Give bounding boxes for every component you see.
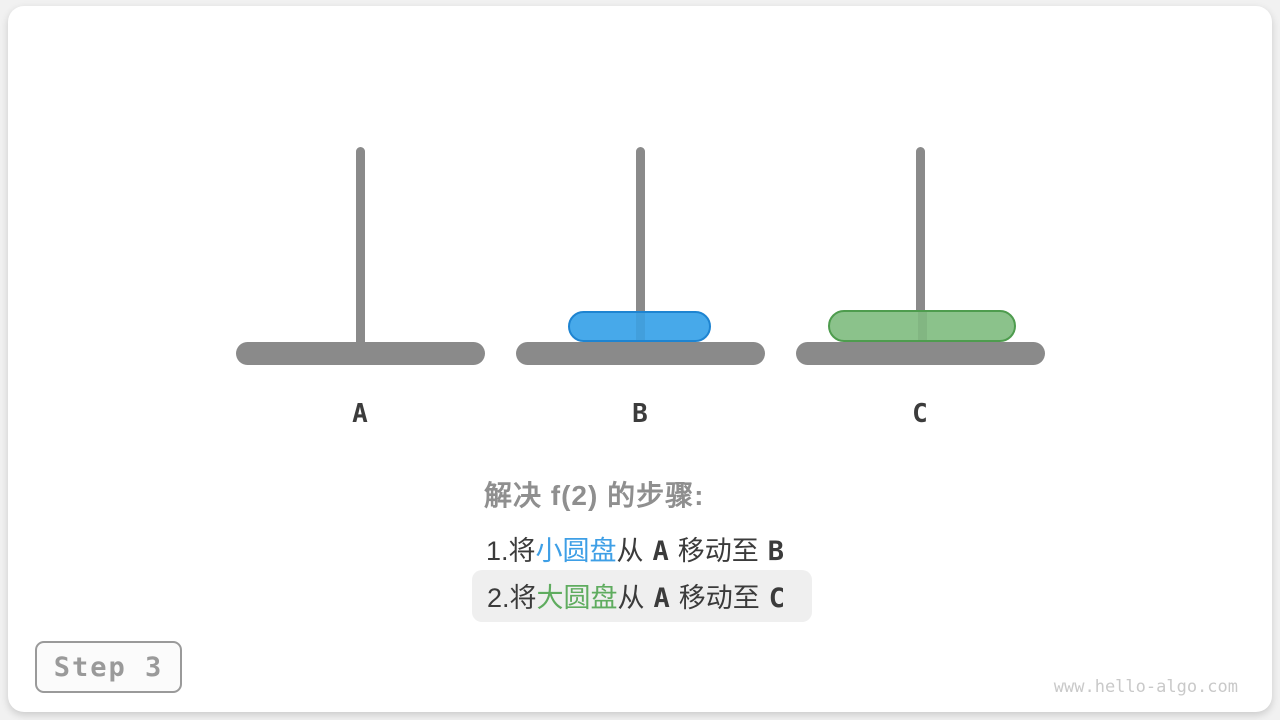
step-1-number: 1. bbox=[486, 536, 509, 566]
steps-heading: 解决 f(2) 的步骤: bbox=[484, 480, 705, 511]
peg-b-pole bbox=[636, 147, 645, 347]
step-2-to-peg: C bbox=[768, 583, 786, 614]
step-badge: Step 3 bbox=[35, 641, 182, 693]
peg-b-base bbox=[516, 342, 765, 365]
step-2-pre: 将 bbox=[509, 583, 537, 613]
peg-label-c: C bbox=[912, 399, 928, 429]
step-2-mid: 从 bbox=[617, 583, 645, 613]
step-2-disk-word: 大圆盘 bbox=[536, 583, 618, 613]
peg-a-pole bbox=[356, 147, 365, 347]
peg-c-base bbox=[796, 342, 1045, 365]
peg-label-b: B bbox=[632, 399, 648, 429]
step-1-pre: 将 bbox=[508, 536, 536, 566]
step-2-from-peg: A bbox=[653, 583, 670, 614]
peg-label-a: A bbox=[352, 399, 368, 429]
large-disk bbox=[828, 310, 1016, 342]
step-1-disk-word: 小圆盘 bbox=[535, 536, 617, 566]
watermark: www.hello-algo.com bbox=[1053, 677, 1238, 697]
peg-c-pole bbox=[916, 147, 925, 347]
step-1-verb: 移动至 bbox=[677, 536, 759, 566]
step-2-number: 2. bbox=[487, 583, 510, 613]
step-1-to-peg: B bbox=[767, 536, 785, 567]
step-2-verb: 移动至 bbox=[678, 583, 760, 613]
step-1-from-peg: A bbox=[652, 536, 669, 567]
step-1-mid: 从 bbox=[616, 536, 644, 566]
small-disk bbox=[568, 311, 711, 342]
peg-a-base bbox=[236, 342, 485, 365]
